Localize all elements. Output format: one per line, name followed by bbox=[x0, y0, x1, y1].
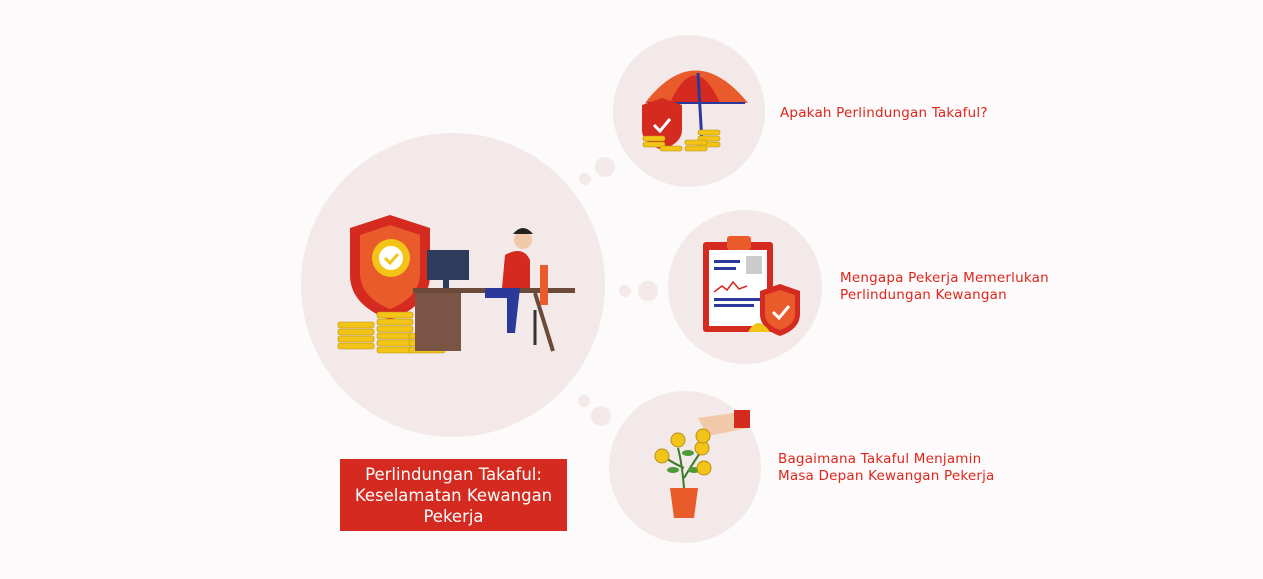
thought-bubble bbox=[579, 173, 591, 185]
title-line: Pekerja bbox=[423, 506, 484, 526]
topic-label-3: Bagaimana Takaful Menjamin Masa Depan Ke… bbox=[778, 451, 995, 485]
topic-label-line: Mengapa Pekerja Memerlukan bbox=[840, 270, 1049, 286]
title-line: Perlindungan Takaful: bbox=[365, 464, 542, 484]
topic-label-line: Masa Depan Kewangan Pekerja bbox=[778, 468, 995, 484]
thought-bubble bbox=[578, 395, 590, 407]
title-line: Keselamatan Kewangan bbox=[354, 485, 553, 505]
umbrella-shield-icon bbox=[642, 70, 748, 152]
topic-circle-1 bbox=[613, 35, 765, 187]
money-plant-icon bbox=[654, 410, 750, 518]
worker-desk-illustration bbox=[337, 215, 575, 354]
clipboard-shield-icon bbox=[703, 236, 800, 336]
thought-bubble bbox=[638, 281, 658, 301]
topic-label-1: Apakah Perlindungan Takaful? bbox=[780, 105, 988, 122]
topic-label-line: Perlindungan Kewangan bbox=[840, 287, 1007, 303]
thought-bubble bbox=[619, 285, 631, 297]
topic-label-line: Bagaimana Takaful Menjamin bbox=[778, 451, 982, 467]
title-box: Perlindungan Takaful: Keselamatan Kewang… bbox=[340, 459, 567, 531]
topic-label-2: Mengapa Pekerja Memerlukan Perlindungan … bbox=[840, 270, 1049, 304]
thought-bubble bbox=[595, 157, 615, 177]
topic-label-line: Apakah Perlindungan Takaful? bbox=[780, 105, 988, 121]
thought-bubble bbox=[591, 406, 611, 426]
